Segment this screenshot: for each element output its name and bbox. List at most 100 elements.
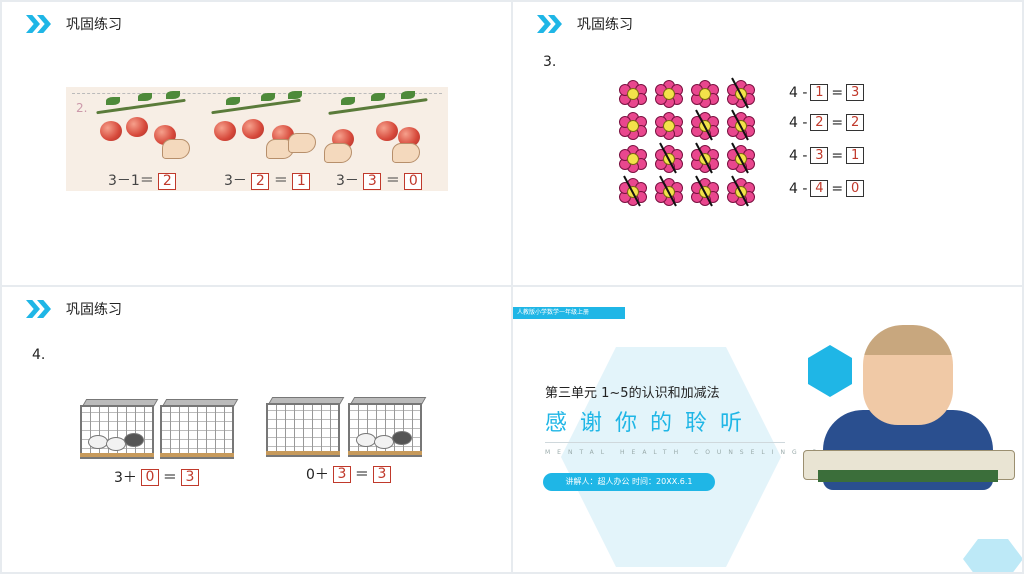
answer-box: 2 (810, 114, 829, 131)
exercise-number: 3. (543, 54, 557, 70)
picture-number: 2. (76, 101, 88, 115)
flower (727, 109, 755, 141)
slide-title: 巩固练习 (66, 17, 122, 33)
equation-3: 3－ 3 ＝ 0 (336, 170, 423, 190)
hand (392, 143, 420, 163)
grade-tag: 人教版小学数学一年级上册 (513, 307, 625, 319)
eq-text: 3－ (224, 173, 247, 189)
flower (691, 175, 719, 207)
hand (162, 139, 190, 159)
apple (398, 127, 420, 147)
double-chevron-icon (26, 300, 51, 318)
answer-box: 3 (810, 147, 829, 164)
answer-box: 3 (180, 468, 199, 486)
branch (211, 98, 301, 115)
divider (545, 442, 785, 443)
rabbit (124, 433, 144, 447)
flower-equation-1: 4 - 1 = 3 (789, 84, 865, 101)
flower (619, 80, 647, 108)
eq-text: 4 - (789, 147, 808, 164)
flower (619, 175, 647, 207)
answer-box: 4 (810, 180, 829, 197)
eq-text: ＝ (385, 173, 400, 189)
leaf (371, 93, 385, 101)
eq-text: 3－1＝ (108, 173, 154, 189)
double-chevron-icon (26, 15, 51, 33)
cage-with-rabbits (80, 399, 159, 459)
leaf (226, 97, 240, 105)
eq-text: = (831, 147, 844, 164)
rabbit (392, 431, 412, 445)
eq-text: ＝ (273, 173, 288, 189)
unit-subtitle: 第三单元 1~5的认识和加减法 (545, 386, 720, 401)
slide-header: 巩固练习 (537, 14, 633, 34)
boy-reading-photo (803, 315, 1015, 515)
eq-text: ＝ (354, 467, 369, 483)
eq-text: = (831, 84, 844, 101)
flower (655, 80, 683, 108)
flower (655, 142, 683, 174)
background-hexagon (561, 347, 781, 567)
answer-box: 2 (158, 173, 177, 190)
rabbit (88, 435, 108, 449)
flower (619, 145, 647, 173)
eq-text: 0＋ (306, 467, 329, 483)
slide-header: 巩固练习 (26, 14, 122, 34)
rabbit (356, 433, 376, 447)
flower-equation-2: 4 - 2 = 2 (789, 114, 865, 131)
english-caption: MENTAL HEALTH COUNSELING PPT (545, 449, 845, 456)
hand (288, 133, 316, 153)
rabbit (374, 435, 394, 449)
slide-4[interactable]: 人教版小学数学一年级上册 第三单元 1~5的认识和加减法 感谢你的聆听 MENT… (513, 287, 1022, 572)
apple (100, 121, 122, 141)
flower (691, 80, 719, 108)
eq-text: 4 - (789, 180, 808, 197)
answer-box: 2 (251, 173, 270, 190)
flower-equation-4: 4 - 4 = 0 (789, 180, 865, 197)
flower (655, 175, 683, 207)
leaf (138, 93, 152, 101)
answer-box: 0 (404, 173, 423, 190)
rabbit (106, 437, 126, 451)
slide-header: 巩固练习 (26, 299, 122, 319)
answer-box: 1 (292, 173, 311, 190)
answer-box: 1 (810, 84, 829, 101)
empty-cage (266, 397, 345, 457)
leaf (401, 91, 415, 99)
slide-1[interactable]: 巩固练习 2. 3－1＝ 2 (2, 2, 511, 285)
leaf (341, 97, 355, 105)
flower (691, 109, 719, 141)
hand (324, 143, 352, 163)
slide-title: 巩固练习 (66, 302, 122, 318)
leaf (166, 91, 180, 99)
answer-box: 1 (846, 147, 865, 164)
eq-text: 4 - (789, 84, 808, 101)
apple (376, 121, 398, 141)
flower (691, 142, 719, 174)
slide-title: 巩固练习 (577, 17, 633, 33)
empty-cage (160, 399, 239, 459)
answer-box: 0 (140, 468, 159, 486)
flower (727, 175, 755, 207)
flower (655, 112, 683, 140)
thanks-title: 感谢你的聆听 (545, 411, 756, 436)
eq-text: = (831, 180, 844, 197)
cage-with-rabbits (348, 397, 427, 457)
eq-text: 3－ (336, 173, 359, 189)
slide-3[interactable]: 巩固练习 4. 3＋ 0 ＝ 3 0＋ 3 ＝ 3 (2, 287, 511, 572)
leaf (261, 93, 275, 101)
equation-2: 3－ 2 ＝ 1 (224, 170, 311, 190)
apple (126, 117, 148, 137)
dashed-line (72, 93, 442, 94)
slide-2[interactable]: 巩固练习 3. 4 - 1 = 3 4 - 2 = 2 4 - 3 = 1 4 … (513, 2, 1022, 285)
answer-box: 0 (846, 180, 865, 197)
apples-picture: 2. 3－1＝ 2 3－ (66, 87, 448, 191)
answer-box: 2 (846, 114, 865, 131)
answer-box: 3 (372, 465, 391, 483)
leaf (288, 91, 302, 99)
exercise-number: 4. (32, 347, 46, 363)
presenter-pill: 讲解人：超人办公 时间：20XX.6.1 (543, 473, 715, 491)
answer-box: 3 (846, 84, 865, 101)
cage-equation-2: 0＋ 3 ＝ 3 (306, 464, 391, 484)
flower (727, 142, 755, 174)
